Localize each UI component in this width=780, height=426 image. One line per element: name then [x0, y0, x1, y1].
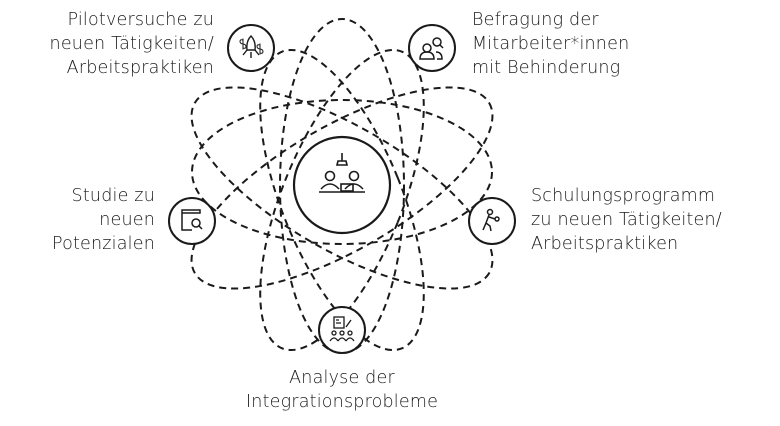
person-exercise-icon [482, 208, 500, 232]
node-left [168, 197, 216, 245]
orbit-ellipses [190, 18, 494, 354]
node-right [468, 197, 516, 245]
center-node [292, 135, 392, 235]
orbit-vertical [279, 18, 405, 354]
team-checklist-icon [329, 316, 355, 342]
orbit-diagonal-b [190, 86, 494, 290]
orbit-tall-b [259, 48, 425, 352]
label-analyse: Analyse der Integrationsprobleme [245, 368, 439, 412]
node-bottom [318, 306, 366, 354]
document-search-icon [181, 209, 203, 231]
rocket-money-icon [239, 35, 264, 58]
label-schulungsprogramm: Schulungsprogramm zu neuen Tätigkeiten/ … [531, 186, 722, 254]
node-top-right [408, 24, 456, 72]
orbit-horizontal [191, 99, 493, 245]
label-pilotversuche: Pilotversuche zu neuen Tätigkeiten/ Arbe… [49, 10, 214, 78]
node-top-left [227, 24, 275, 72]
orbit-diagonal-a [190, 86, 494, 290]
meeting-table-icon [319, 153, 365, 193]
orbit-tall-a [259, 48, 425, 352]
label-studie: Studie zu neuen Potenzialen [51, 186, 155, 254]
label-befragung: Befragung der Mitarbeiter*innen mit Behi… [472, 10, 630, 78]
people-search-icon [419, 37, 444, 60]
